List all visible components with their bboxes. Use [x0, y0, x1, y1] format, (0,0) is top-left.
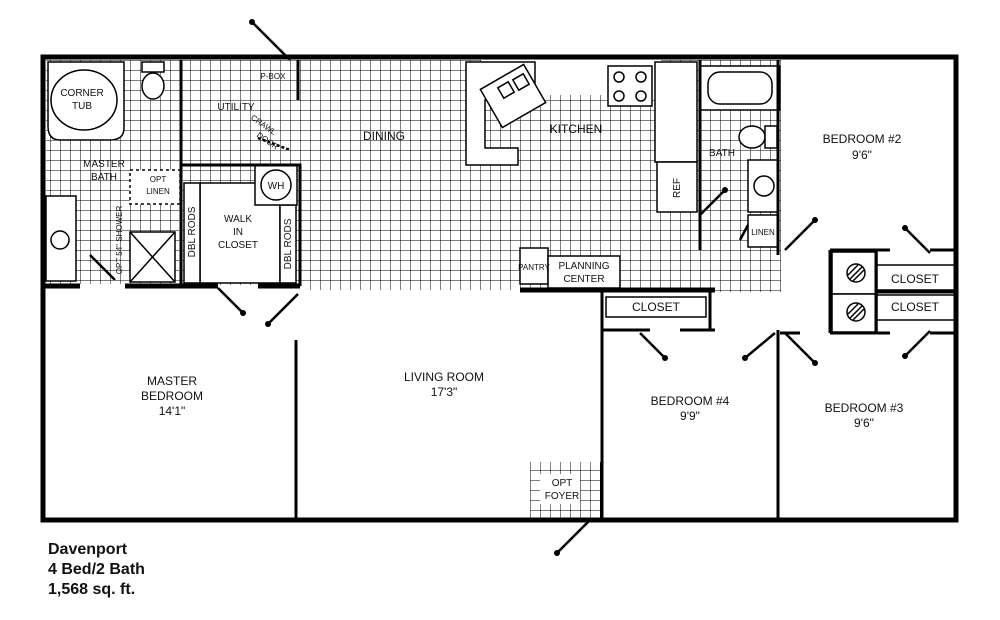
dining-label: DINING: [363, 129, 405, 143]
p-box-label: P-BOX: [261, 72, 287, 81]
svg-text:LINEN: LINEN: [146, 187, 170, 196]
opt-linen-label: OPT: [150, 175, 167, 184]
svg-text:17'3": 17'3": [431, 385, 458, 399]
room-labels: CORNER TUB MASTER BATH OPT LINEN OPT 54"…: [60, 72, 939, 502]
walls: [40, 54, 959, 523]
wh-label: WH: [268, 181, 285, 192]
toilet-icon: [141, 72, 165, 100]
svg-text:9'6": 9'6": [852, 148, 872, 162]
pantry-label: PANTRY: [518, 263, 550, 272]
closet-c-label: CLOSET: [632, 300, 681, 314]
svg-text:9'6": 9'6": [854, 416, 874, 430]
opt-foyer-label: OPT: [552, 478, 573, 489]
svg-text:FOYER: FOYER: [545, 491, 579, 502]
fixtures: [45, 61, 781, 504]
bedroom3-label: BEDROOM #3: [825, 401, 904, 415]
plan-area: 1,568 sq. ft.: [48, 581, 136, 598]
bedroom4-label: BEDROOM #4: [651, 394, 730, 408]
plan-beds-baths: 4 Bed/2 Bath: [48, 561, 145, 578]
closet-a-label: CLOSET: [891, 272, 940, 286]
kitchen-label: KITCHEN: [550, 122, 603, 136]
svg-text:BEDROOM: BEDROOM: [141, 389, 203, 403]
living-room-label: LIVING ROOM: [404, 370, 484, 384]
svg-text:BATH: BATH: [91, 172, 117, 183]
linen-label: LINEN: [751, 228, 775, 237]
svg-text:14'1": 14'1": [159, 404, 186, 418]
corner-tub-label: CORNER: [60, 88, 103, 99]
dbl-rods-right-label: DBL RODS: [283, 218, 294, 269]
stove-icon: [607, 65, 653, 107]
master-bedroom-label: MASTER: [147, 374, 197, 388]
dbl-rods-left-label: DBL RODS: [187, 206, 198, 257]
hall-closets: [605, 251, 956, 333]
ref-label: REF: [672, 178, 683, 198]
refrigerator-icon: [656, 161, 698, 213]
svg-text:CLOSET: CLOSET: [218, 240, 258, 251]
bedroom2-label: BEDROOM #2: [823, 132, 902, 146]
planning-center-label: PLANNING: [558, 261, 609, 272]
doors: [89, 19, 931, 556]
master-bath-label: MASTER: [83, 159, 125, 170]
utility-label: UTILITY: [217, 102, 255, 113]
svg-text:9'9": 9'9": [680, 409, 700, 423]
walk-in-closet-label: WALK: [224, 214, 252, 225]
svg-text:TUB: TUB: [72, 101, 92, 112]
plan-name: Davenport: [48, 541, 128, 558]
shower-label: OPT 54" SHOWER: [115, 206, 124, 275]
toilet-icon-2: [738, 125, 766, 149]
svg-text:CENTER: CENTER: [563, 274, 604, 285]
plan-caption: Davenport 4 Bed/2 Bath 1,568 sq. ft.: [48, 540, 145, 600]
bath-label: BATH: [709, 148, 735, 159]
svg-text:IN: IN: [233, 227, 243, 238]
closet-b-label: CLOSET: [891, 300, 940, 314]
